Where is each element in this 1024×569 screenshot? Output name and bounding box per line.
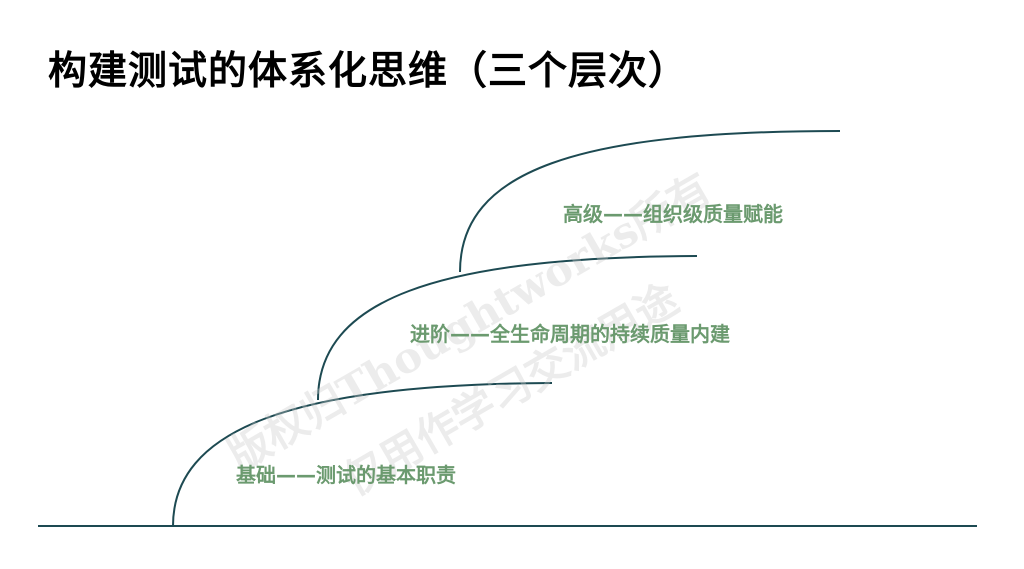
level-advanced-label: 进阶——全生命周期的持续质量内建: [410, 322, 730, 346]
level-basic-label: 基础——测试的基本职责: [236, 463, 456, 487]
page-title: 构建测试的体系化思维（三个层次）: [48, 49, 689, 94]
level-expert-label: 高级——组织级质量赋能: [563, 202, 783, 226]
curve-advanced: [317, 255, 698, 401]
curve-expert: [459, 130, 841, 273]
curve-basic: [172, 382, 553, 527]
